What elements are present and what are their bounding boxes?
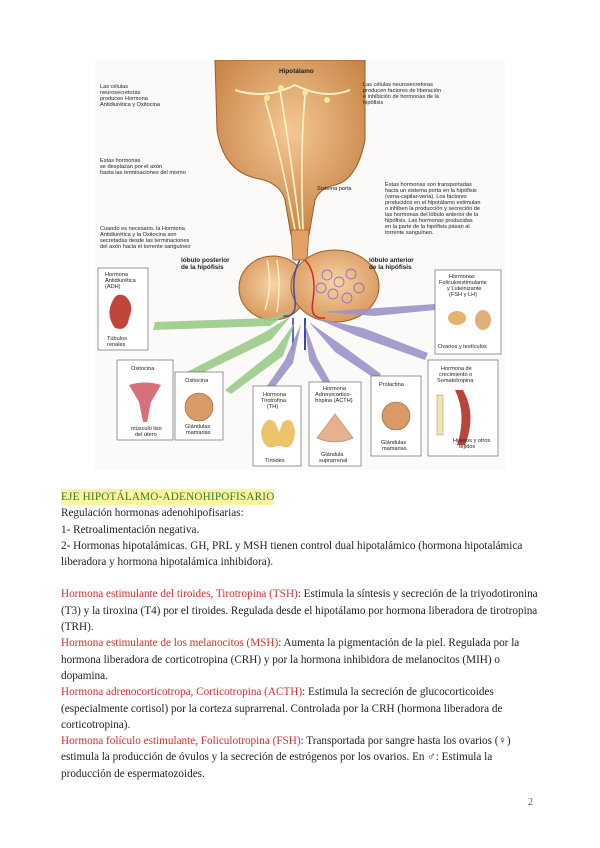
svg-text:(TH): (TH) [267, 404, 278, 410]
paragraph-tsh: Hormona estimulante del tiroides, Tirotr… [61, 586, 539, 635]
svg-text:Prolactina: Prolactina [379, 382, 405, 388]
tsh-term: Hormona estimulante del tiroides, Tirotr… [61, 588, 298, 601]
page-number: 2 [528, 797, 533, 808]
svg-text:tropina (ACTH): tropina (ACTH) [315, 398, 353, 404]
svg-text:y Luteinizante: y Luteinizante [447, 286, 482, 292]
svg-text:Ovarios y testículos: Ovarios y testículos [438, 344, 487, 350]
target-box-adrenal [308, 381, 362, 467]
svg-text:lóbulo posterior: lóbulo posterior [181, 257, 230, 264]
svg-text:Túbulos: Túbulos [107, 336, 127, 342]
purple-arrows [267, 304, 435, 389]
acth-desc: : Estimula la secreción de glucocorticoi… [61, 686, 503, 731]
svg-text:Adrenocortico-: Adrenocortico- [315, 392, 352, 398]
svg-text:(ADH): (ADH) [105, 284, 121, 290]
svg-text:Estas hormonas: Estas hormonas [100, 158, 141, 164]
hypothalamus-pituitary-diagram: Hipotálamo Las células neurosecretoras p… [95, 60, 505, 470]
diagram-labels: Hipotálamo Las células neurosecretoras p… [100, 68, 491, 464]
svg-text:de la hipófisis: de la hipófisis [369, 264, 412, 271]
svg-text:(vena-capilar-vena). Los facto: (vena-capilar-vena). Los factores [385, 194, 467, 200]
svg-text:renales: renales [107, 342, 126, 348]
svg-text:Antidiurética: Antidiurética [105, 278, 137, 284]
paragraph-msh: Hormona estimulante de los melanocitos (… [61, 635, 539, 684]
target-box-breast-oxytocin [174, 371, 224, 441]
svg-text:Somatotropina: Somatotropina [437, 378, 474, 384]
svg-text:(FSH y LH): (FSH y LH) [449, 292, 477, 298]
svg-text:del útero: del útero [135, 432, 157, 438]
svg-text:e inhibición de hormonas de la: e inhibición de hormonas de la [363, 94, 440, 100]
svg-text:o inhiben la producción y secr: o inhiben la producción y secreción de [385, 206, 480, 212]
svg-text:producen factores de liberació: producen factores de liberación [363, 88, 441, 94]
green-arrows [153, 310, 295, 394]
svg-text:Foliculoestimulante: Foliculoestimulante [439, 280, 487, 286]
target-box-fsh [434, 269, 502, 355]
hypothalamus-tissue [214, 60, 366, 236]
svg-text:producidos en el hipotálamo es: producidos en el hipotálamo estimulan [385, 200, 480, 206]
svg-text:Sistema porta: Sistema porta [317, 186, 352, 192]
svg-text:Huesos y otros: Huesos y otros [453, 438, 491, 444]
msh-desc: : Aumenta la pigmentación de la piel. Re… [61, 637, 520, 682]
svg-text:Antidiurética y la Oxitocina s: Antidiurética y la Oxitocina son [100, 232, 177, 238]
paragraph-hormones: 2- Hormonas hipotalámicas. GH, PRL y MSH… [61, 539, 523, 569]
paragraph-regulation: Regulación hormonas adenohipofisarias: [61, 507, 244, 520]
acth-term: Hormona adrenocorticotropa, Corticotropi… [61, 686, 303, 699]
svg-text:mamarias: mamarias [382, 446, 407, 452]
svg-text:secretadas desde las terminaci: secretadas desde las terminaciones [100, 238, 189, 244]
svg-text:Glándulas: Glándulas [185, 424, 210, 430]
svg-text:neurosecretoras: neurosecretoras [100, 90, 141, 96]
target-box-adh [97, 267, 149, 351]
body-text: EJE HIPOTÁLAMO-ADENOHIPOFISARIO Regulaci… [61, 489, 539, 782]
svg-text:se desplazan por el axón: se desplazan por el axón [100, 164, 162, 170]
svg-text:Las células neurosecretoras: Las células neurosecretoras [363, 82, 433, 88]
svg-text:Cuando es necesario, la Hormon: Cuando es necesario, la Hormona [100, 226, 186, 232]
svg-text:Glándula: Glándula [321, 452, 344, 458]
svg-text:producen Hormona: producen Hormona [100, 96, 149, 102]
svg-text:en la parte de la hipófisis pa: en la parte de la hipófisis pasan al [385, 224, 470, 230]
svg-text:las hormonas del lóbulo anteri: las hormonas del lóbulo anterior de la [385, 212, 479, 218]
target-box-breast-prolactin [370, 375, 422, 457]
tsh-desc: : Estimula la síntesis y secreción de la… [61, 588, 538, 634]
svg-text:Hipotálamo: Hipotálamo [279, 68, 314, 75]
svg-text:Antidiurética y Oxitocina: Antidiurética y Oxitocina [100, 102, 161, 108]
svg-text:suprarrenal: suprarrenal [319, 458, 347, 464]
target-box-bones [427, 359, 499, 457]
svg-text:Hormonas: Hormonas [449, 274, 475, 280]
svg-text:Las células: Las células [100, 84, 128, 90]
svg-text:mamarias: mamarias [186, 430, 211, 436]
svg-text:hasta las terminaciones del mi: hasta las terminaciones del mismo [100, 170, 186, 176]
svg-text:Hormona: Hormona [105, 272, 129, 278]
svg-text:hipófisis: hipófisis [363, 100, 383, 106]
svg-text:Hormona: Hormona [263, 392, 287, 398]
paragraph-acth: Hormona adrenocorticotropa, Corticotropi… [61, 684, 539, 733]
svg-text:Hormona: Hormona [323, 386, 347, 392]
svg-text:Tiroides: Tiroides [265, 458, 285, 464]
target-box-thyroid [252, 385, 302, 467]
svg-text:hacia un sistema porta en la h: hacia un sistema porta en la hipófisis [385, 188, 477, 194]
target-box-uterus [116, 359, 174, 441]
svg-text:Estas hormonas son transportad: Estas hormonas son transportadas [385, 182, 472, 188]
msh-term: Hormona estimulante de los melanocitos (… [61, 637, 279, 650]
paragraph-feedback: 1- Retroalimentación negativa. [61, 523, 200, 536]
svg-text:lóbulo anterior: lóbulo anterior [369, 257, 414, 264]
svg-text:Hormona de: Hormona de [441, 366, 472, 372]
fsh-term: Hormona folículo estimulante, Foliculotr… [61, 735, 301, 748]
svg-text:tejidos: tejidos [459, 444, 475, 450]
svg-text:torrente sanguíneo.: torrente sanguíneo. [385, 230, 434, 236]
svg-text:del axón hacia el torrente san: del axón hacia el torrente sanguíneo [100, 244, 191, 250]
svg-text:músculo liso: músculo liso [131, 426, 162, 432]
section-heading: EJE HIPOTÁLAMO-ADENOHIPOFISARIO [61, 489, 275, 506]
svg-text:hipófisis. Las hormonas produc: hipófisis. Las hormonas producidas [385, 218, 473, 224]
svg-text:de la hipófisis: de la hipófisis [181, 264, 224, 271]
paragraph-fsh: Hormona folículo estimulante, Foliculotr… [61, 733, 539, 782]
svg-text:Glándulas: Glándulas [381, 440, 406, 446]
fsh-desc: : Transportada por sangre hasta los ovar… [61, 735, 511, 780]
svg-text:Oxitocina: Oxitocina [185, 378, 209, 384]
svg-text:Tirotrofina: Tirotrofina [261, 398, 287, 404]
svg-text:Oxitocina: Oxitocina [131, 366, 155, 372]
svg-text:crecimiento o: crecimiento o [439, 372, 472, 378]
